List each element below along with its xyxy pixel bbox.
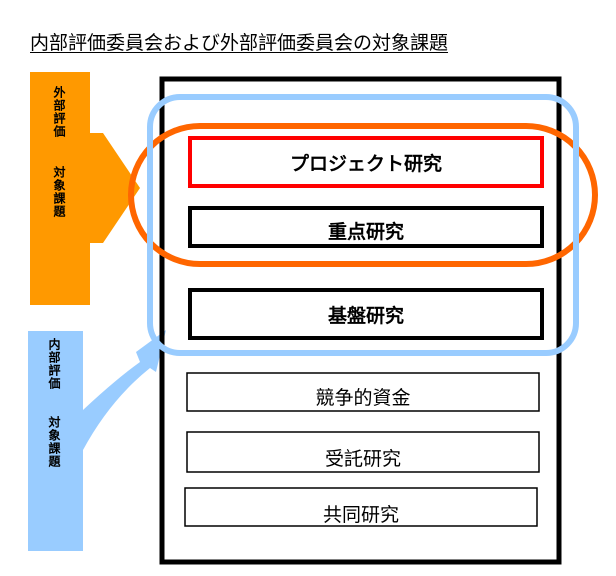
joint-research-box bbox=[184, 487, 538, 527]
internal-evaluation-arrow bbox=[28, 330, 166, 551]
competitive-funding-box bbox=[186, 372, 540, 412]
joint-research-label: 共同研究 bbox=[322, 503, 399, 526]
external-target-label: 対象課題 bbox=[52, 166, 66, 218]
external-evaluation-label: 外部評価 bbox=[52, 86, 66, 138]
basic-research-label: 基盤研究 bbox=[327, 304, 404, 327]
internal-evaluation-label: 内部評価 bbox=[47, 338, 61, 390]
internal-target-label: 対象課題 bbox=[47, 416, 61, 468]
diagram-title: 内部評価委員会および外部評価委員会の対象課題 bbox=[30, 32, 449, 54]
external-evaluation-arrow bbox=[30, 72, 140, 305]
commissioned-research-label: 受託研究 bbox=[324, 447, 401, 470]
project-research-box bbox=[188, 136, 544, 188]
internal-label-line1: 内部評価 bbox=[47, 338, 61, 390]
external-scope-ring bbox=[128, 123, 598, 267]
external-label-line2: 対象課題 bbox=[52, 166, 66, 218]
commissioned-research-box bbox=[186, 431, 540, 473]
internal-scope-ring bbox=[147, 94, 579, 356]
project-research-label: プロジェクト研究 bbox=[289, 152, 442, 175]
priority-research-label: 重点研究 bbox=[327, 220, 404, 243]
basic-research-box bbox=[188, 288, 544, 340]
priority-research-box bbox=[188, 206, 544, 248]
outer-frame bbox=[159, 76, 562, 565]
external-label-line1: 外部評価 bbox=[52, 86, 66, 138]
internal-label-line2: 対象課題 bbox=[47, 416, 61, 468]
competitive-funding-label: 競争的資金 bbox=[315, 386, 411, 409]
